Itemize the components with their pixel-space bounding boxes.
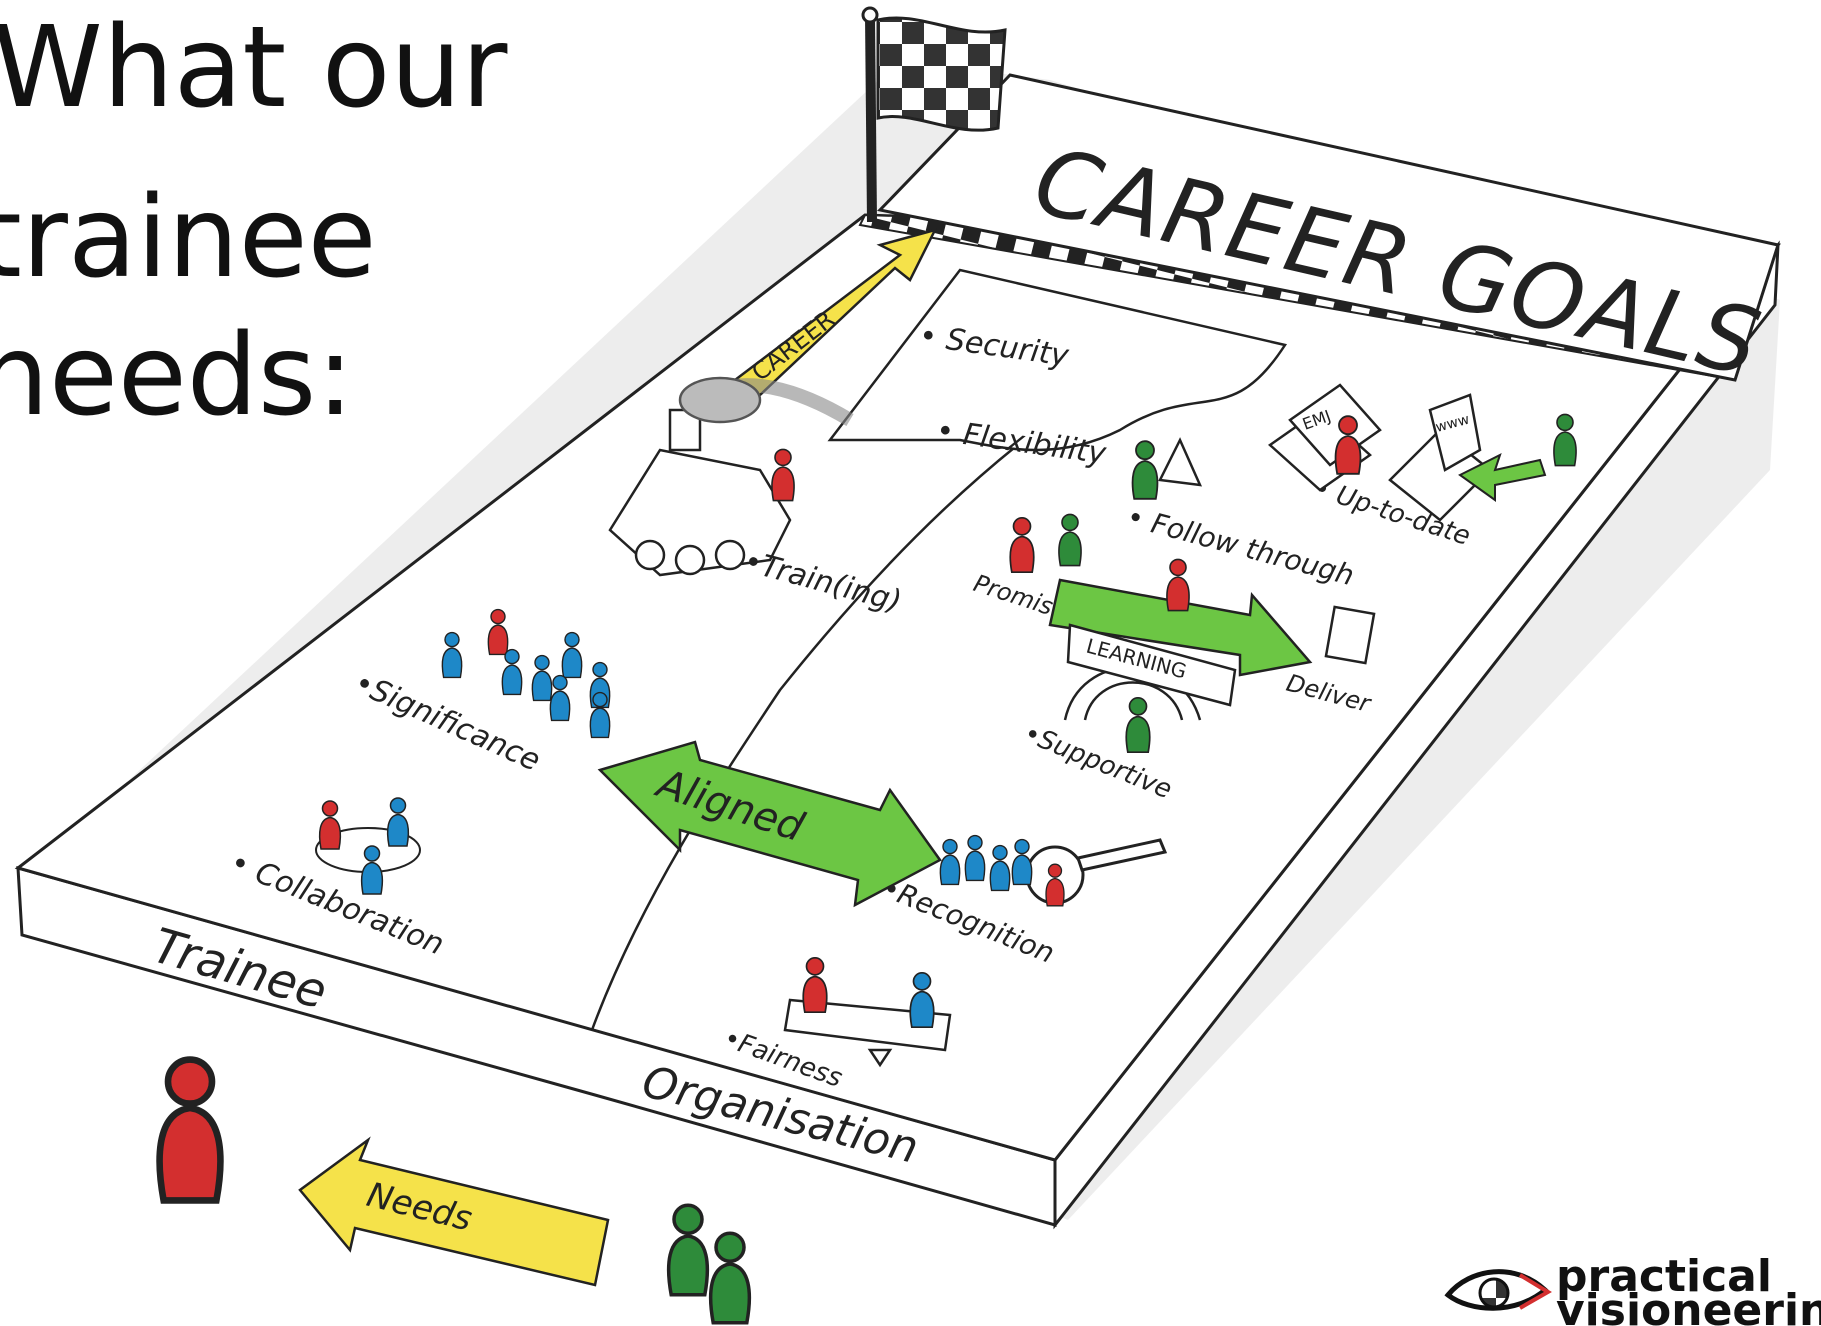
organisation-figures-bottom: [666, 1203, 752, 1325]
figure-flexibility-green: [1131, 440, 1159, 500]
learning-arch: [1063, 623, 1237, 721]
slide-title-line-2: trainee: [0, 173, 377, 303]
career-arrow: [732, 228, 938, 397]
update-arrow: [1458, 453, 1547, 502]
logo-wordmark-line-2: visioneering: [1556, 1285, 1821, 1326]
trainee-figure-large: [160, 1060, 221, 1201]
warning-sign: [1158, 437, 1203, 487]
aligned-arrow: [597, 740, 942, 908]
career-goals-panel: [877, 73, 1780, 382]
logo-wordmark-line-1: practical: [1556, 1251, 1772, 1302]
figure-laptop-green: [1553, 413, 1577, 467]
figure-journal-red: [1334, 415, 1362, 475]
checkered-flag: [876, 16, 1007, 132]
security-paper: [827, 268, 1288, 452]
figure-follow-red: [1166, 558, 1190, 612]
figure-train-red: [771, 448, 795, 502]
slide-title-line-3: needs:: [0, 311, 354, 441]
figure-promise-green: [1058, 513, 1082, 567]
flag-pole: [865, 14, 877, 223]
board-divider-line: [590, 393, 1086, 1031]
practical-visioneering-logo-icon: [1444, 1269, 1552, 1311]
needs-arrow: [298, 1136, 610, 1287]
slide-title-line-1: What our: [0, 3, 508, 133]
certificate-drawing: [1324, 605, 1376, 665]
fairness-seesaw: [783, 998, 952, 1068]
steam-train-drawing: [608, 376, 854, 577]
figure-supportive-green: [1125, 696, 1151, 754]
figure-promise-red: [1009, 516, 1035, 574]
